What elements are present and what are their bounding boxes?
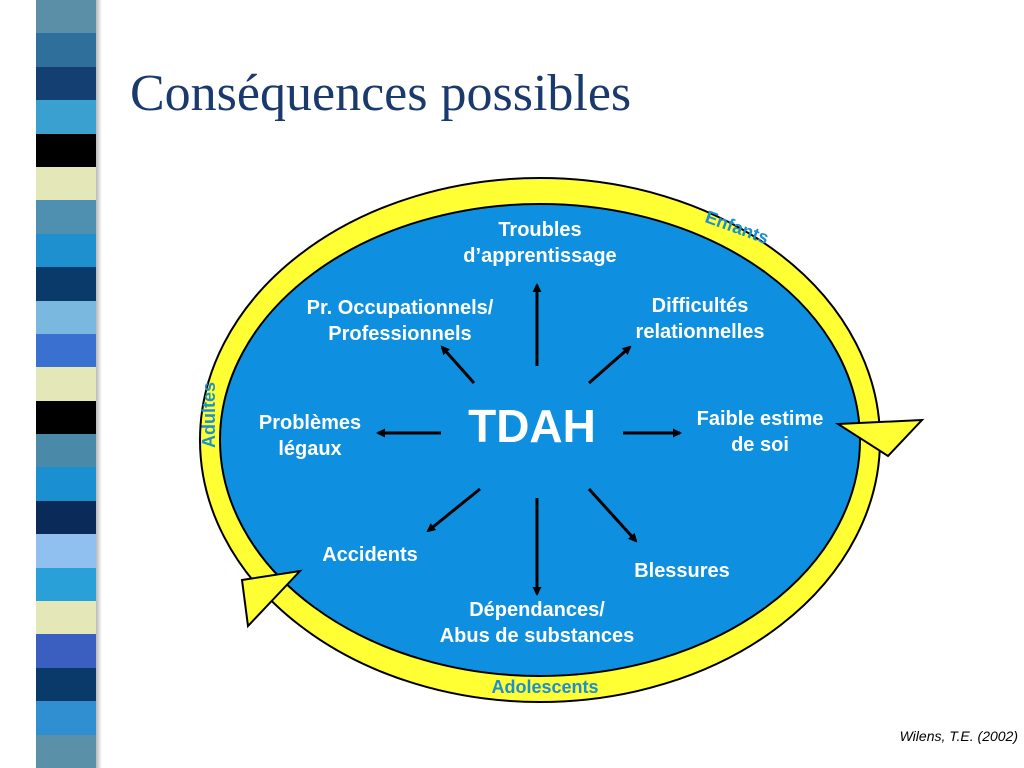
consequence-legal-line2: légaux [278, 438, 342, 460]
consequence-self-esteem: Faible estime de soi [697, 406, 824, 458]
consequence-accidents-line1: Accidents [322, 544, 418, 566]
sidebar-color-block [36, 400, 96, 435]
sidebar-color-block [36, 33, 96, 67]
stage-adolescents-label: Adolescents [491, 677, 598, 697]
consequence-relational-line1: Difficultés [651, 295, 749, 317]
sidebar-color-block [36, 734, 96, 768]
sidebar-color-block [36, 200, 96, 234]
consequence-learning-line1: Troubles [498, 219, 582, 241]
consequence-injuries-line1: Blessures [634, 560, 730, 582]
sidebar-color-strip [36, 0, 96, 768]
sidebar-color-block [36, 601, 96, 635]
consequence-accidents: Accidents [322, 542, 418, 568]
sidebar-color-block [36, 367, 96, 401]
sidebar-color-block [36, 233, 96, 268]
sidebar-color-block [36, 333, 96, 368]
consequence-injuries: Blessures [634, 558, 730, 584]
consequence-self-esteem-line1: Faible estime [696, 408, 824, 430]
citation: Wilens, T.E. (2002) [899, 728, 1018, 744]
arrow-to-accidents [426, 487, 481, 533]
sidebar-color-block [36, 567, 96, 602]
sidebar-color-block [36, 534, 96, 568]
consequence-learning-line2: d’apprentissage [463, 245, 617, 267]
sidebar-color-block [36, 467, 96, 501]
sidebar-color-block [36, 267, 96, 301]
consequence-substance: Dépendances/ Abus de substances [440, 597, 635, 649]
sidebar-color-block [36, 100, 96, 134]
consequence-legal: Problèmes légaux [259, 410, 361, 462]
cycle-arrowhead-left [240, 569, 303, 629]
consequence-occupational-line1: Pr. Occupationnels/ [306, 297, 494, 319]
sidebar-color-block [36, 66, 96, 101]
sidebar-color-block [36, 667, 96, 702]
consequence-legal-line1: Problèmes [258, 412, 362, 434]
consequence-substance-line2: Abus de substances [439, 625, 635, 647]
sidebar-color-block [36, 634, 96, 668]
sidebar-color-block [36, 166, 96, 201]
sidebar-color-block [36, 0, 96, 34]
sidebar-color-block [36, 133, 96, 167]
arrow-to-relational [588, 345, 632, 385]
slide-title: Conséquences possibles [130, 65, 632, 122]
consequence-learning: Troubles d’apprentissage [463, 217, 616, 269]
consequence-occupational: Pr. Occupationnels/ Professionnels [307, 295, 494, 347]
sidebar-color-block [36, 500, 96, 535]
center-tdah-label: TDAH [468, 400, 596, 452]
consequence-relational: Difficultés relationnelles [636, 293, 765, 345]
arrow-to-injuries [587, 487, 638, 543]
consequence-substance-line1: Dépendances/ [469, 599, 605, 621]
sidebar-color-block [36, 701, 96, 735]
arrow-to-occupational [440, 345, 476, 384]
stage-adults-label: Adultes [199, 382, 219, 448]
sidebar-shadow [96, 0, 102, 768]
sidebar-color-block [36, 434, 96, 468]
cycle-arrowhead-right [834, 418, 925, 458]
consequence-occupational-line2: Professionnels [328, 323, 472, 345]
consequence-relational-line2: relationnelles [635, 321, 765, 343]
consequence-self-esteem-line2: de soi [731, 434, 789, 456]
consequences-ellipse [219, 203, 861, 677]
sidebar-color-block [36, 300, 96, 334]
